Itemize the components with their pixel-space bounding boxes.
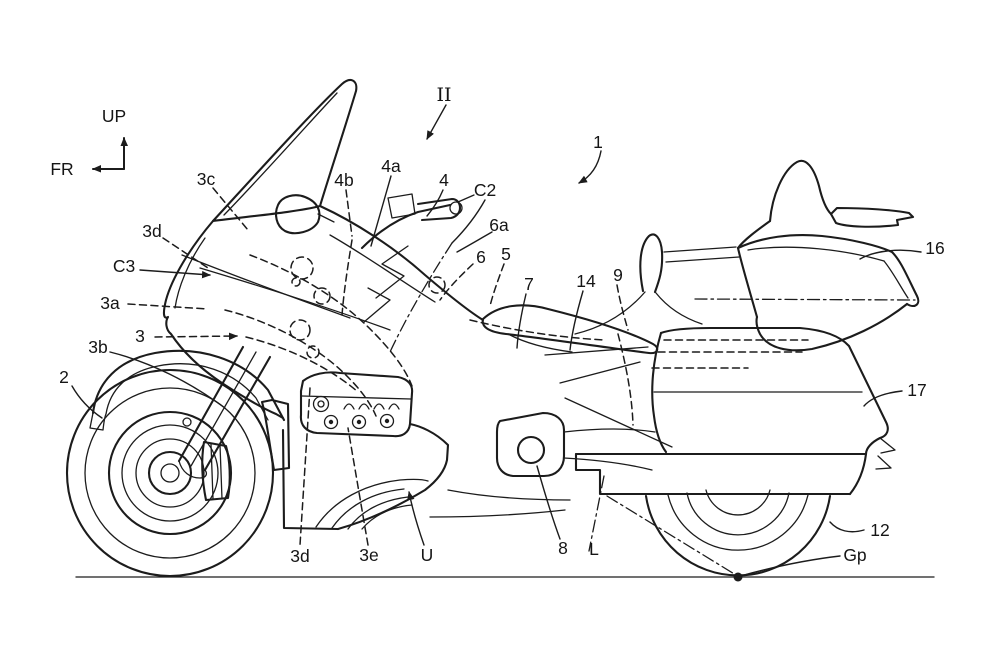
label-9: 9 bbox=[613, 265, 623, 285]
label-1: 1 bbox=[593, 132, 603, 152]
label-6a: 6a bbox=[489, 215, 509, 235]
label-12: 12 bbox=[870, 520, 889, 540]
orientation-axes bbox=[92, 137, 128, 173]
label-c3: C3 bbox=[113, 256, 135, 276]
leader-lines bbox=[71, 104, 922, 576]
label-6: 6 bbox=[476, 247, 486, 267]
label-4b: 4b bbox=[334, 170, 353, 190]
label-5: 5 bbox=[501, 244, 511, 264]
windshield bbox=[211, 79, 358, 223]
frame-pivot bbox=[429, 346, 673, 518]
front-fork bbox=[177, 345, 272, 502]
label-section-ii: II bbox=[436, 84, 451, 106]
front-wheel bbox=[65, 368, 275, 578]
label-4a: 4a bbox=[381, 156, 401, 176]
ground-contact-point bbox=[733, 572, 743, 582]
label-8: 8 bbox=[558, 538, 568, 558]
label-3a: 3a bbox=[100, 293, 120, 313]
label-14: 14 bbox=[576, 271, 596, 291]
passenger-backrest bbox=[574, 233, 740, 335]
brake-caliper bbox=[201, 440, 231, 502]
label-17: 17 bbox=[907, 380, 926, 400]
front-fairing bbox=[162, 204, 485, 531]
rear-wheel bbox=[588, 475, 832, 582]
handlebar bbox=[360, 193, 475, 323]
label-up: UP bbox=[102, 106, 126, 126]
hidden-internal-lines bbox=[199, 239, 634, 546]
label-3d-upper: 3d bbox=[142, 221, 161, 241]
label-4: 4 bbox=[439, 170, 449, 190]
label-7: 7 bbox=[524, 274, 534, 294]
label-u: U bbox=[421, 545, 434, 565]
label-gp: Gp bbox=[843, 545, 866, 565]
label-l: L bbox=[589, 539, 599, 559]
label-c2: C2 bbox=[474, 180, 496, 200]
label-16: 16 bbox=[925, 238, 944, 258]
engine bbox=[299, 371, 450, 531]
label-3c: 3c bbox=[197, 169, 216, 189]
saddlebag bbox=[574, 326, 896, 496]
label-3e: 3e bbox=[359, 545, 378, 565]
label-3b: 3b bbox=[88, 337, 107, 357]
reference-labels: UP FR II 1 3c 3d C3 3a 3 3b 2 4b 4a 4 C2… bbox=[50, 84, 944, 566]
label-fr: FR bbox=[50, 159, 73, 179]
front-fender bbox=[89, 349, 291, 472]
mirror-housing bbox=[275, 194, 335, 235]
rear-trunk bbox=[694, 159, 920, 352]
label-2: 2 bbox=[59, 367, 69, 387]
label-3: 3 bbox=[135, 326, 145, 346]
label-3d-lower: 3d bbox=[290, 546, 309, 566]
